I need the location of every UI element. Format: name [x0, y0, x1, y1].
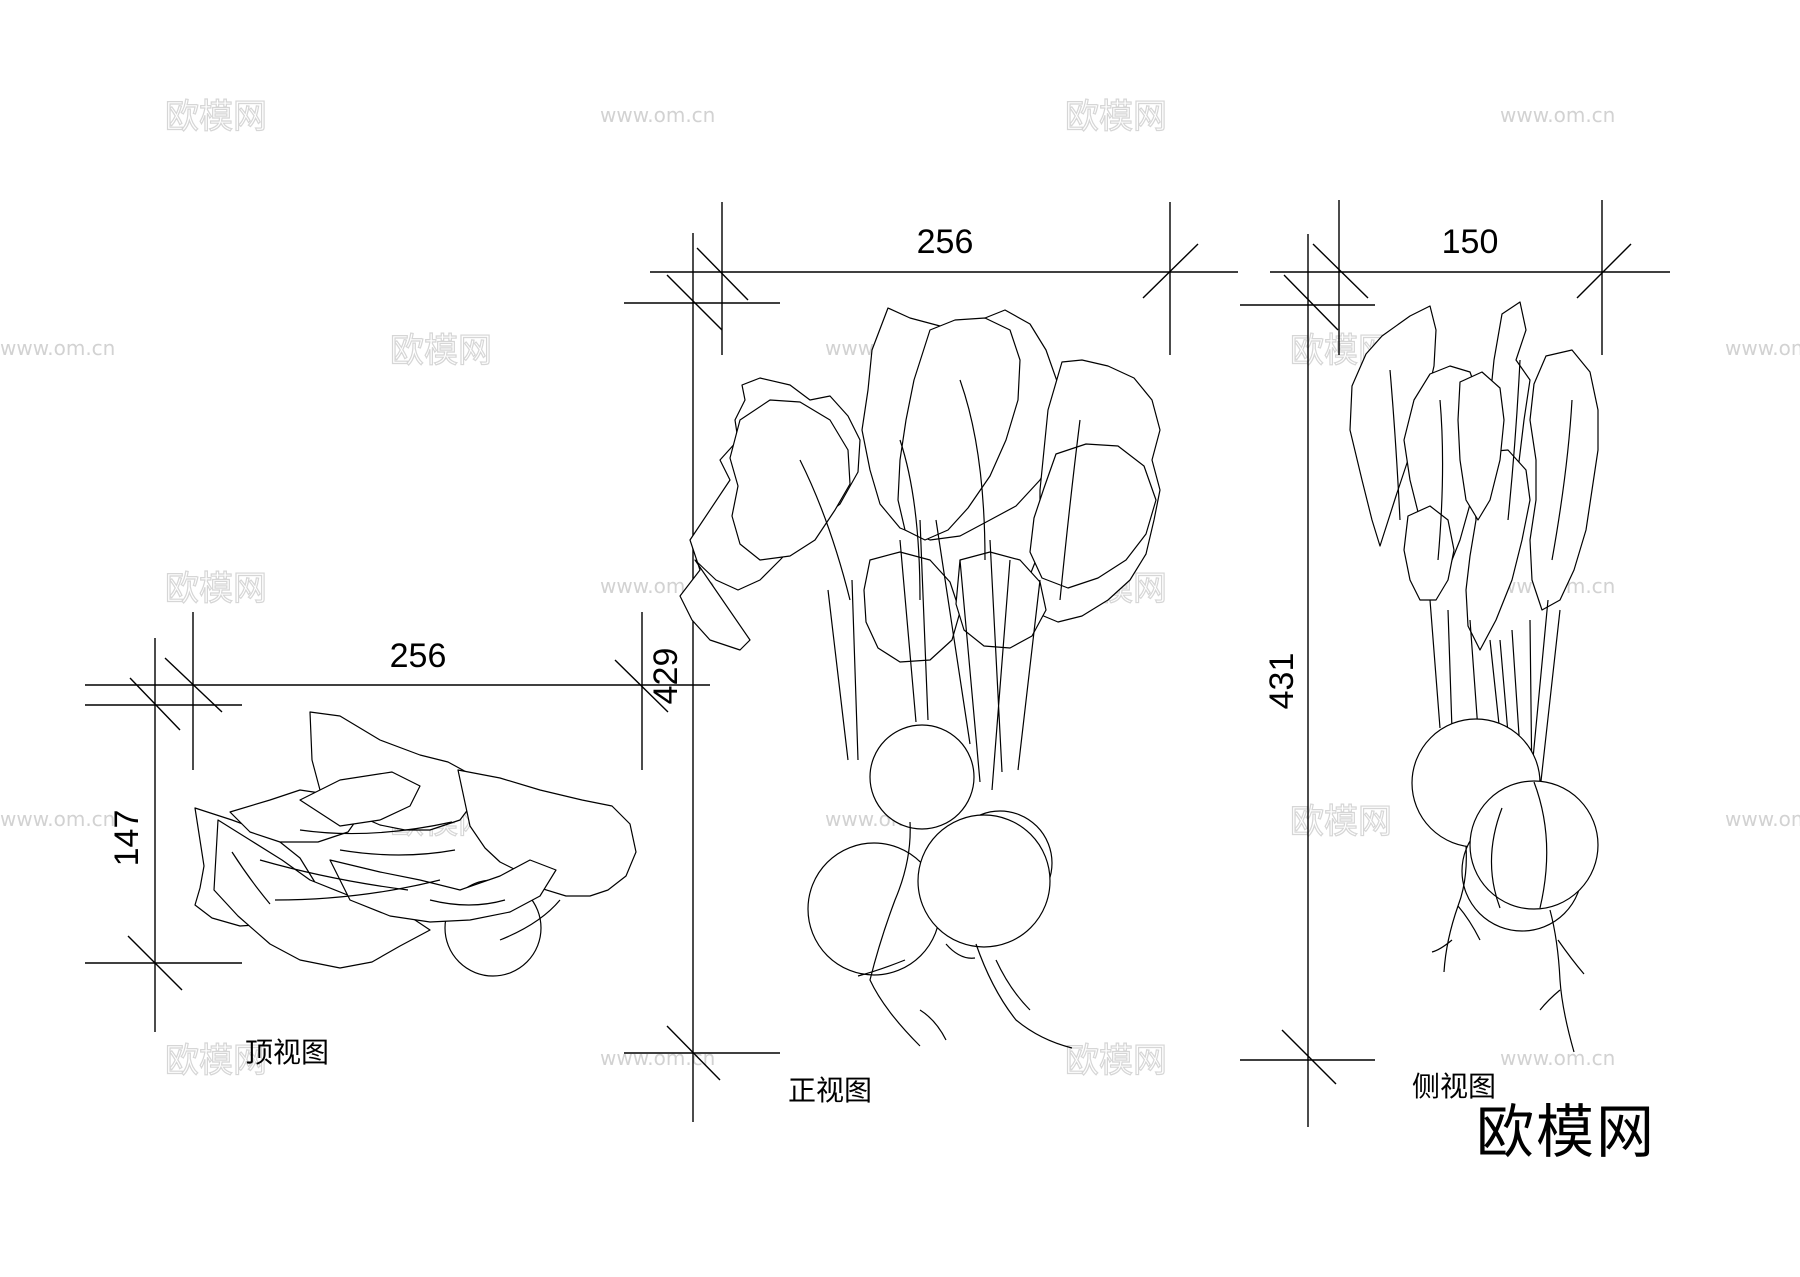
brand-logo: 欧模网 — [1476, 1098, 1656, 1166]
side-view-width-label: 150 — [1442, 223, 1499, 261]
side-view-caption: 侧视图 — [1412, 1070, 1496, 1103]
side-view: 150 431 侧视图 — [1240, 200, 1670, 1127]
watermark-logo: 欧模网 — [165, 1041, 267, 1081]
watermark-url: www.om.cn — [600, 1046, 715, 1070]
watermark-logo: 欧模网 — [1065, 1041, 1167, 1081]
front-view-dimension-lines — [624, 202, 1238, 1122]
watermark-url: www.om.cn — [0, 336, 115, 360]
front-view-width-label: 256 — [917, 223, 974, 261]
top-view: 256 147 顶视图 — [85, 612, 710, 1069]
side-view-dimension-lines — [1240, 200, 1670, 1127]
watermark-logo: 欧模网 — [390, 331, 492, 371]
side-view-radish-illustration — [1349, 301, 1599, 1053]
watermark-logo: 欧模网 — [165, 569, 267, 609]
watermark-url: www.om.cn — [1725, 807, 1800, 831]
side-view-height-label: 431 — [1263, 653, 1301, 710]
watermark-url: www.om.cn — [1725, 336, 1800, 360]
watermark-logo: 欧模网 — [165, 97, 267, 137]
watermark-url: www.om.cn — [1500, 1046, 1615, 1070]
front-view-height-label: 429 — [647, 648, 685, 705]
watermark-logo: 欧模网 — [1065, 97, 1167, 137]
top-view-width-label: 256 — [390, 637, 447, 675]
watermark-url: www.om.cn — [1500, 103, 1615, 127]
watermark-url: www.om.cn — [0, 807, 115, 831]
top-view-radish-illustration — [194, 711, 637, 977]
watermark-logo: 欧模网 — [1290, 802, 1392, 842]
top-view-height-label: 147 — [108, 810, 146, 867]
front-view-caption: 正视图 — [788, 1074, 872, 1107]
top-view-caption: 顶视图 — [245, 1036, 329, 1069]
top-view-dimension-lines — [85, 612, 710, 1032]
front-view: 256 429 正视图 — [624, 202, 1238, 1122]
front-view-radish-illustration — [679, 307, 1161, 1049]
watermark-url: www.om.cn — [600, 103, 715, 127]
